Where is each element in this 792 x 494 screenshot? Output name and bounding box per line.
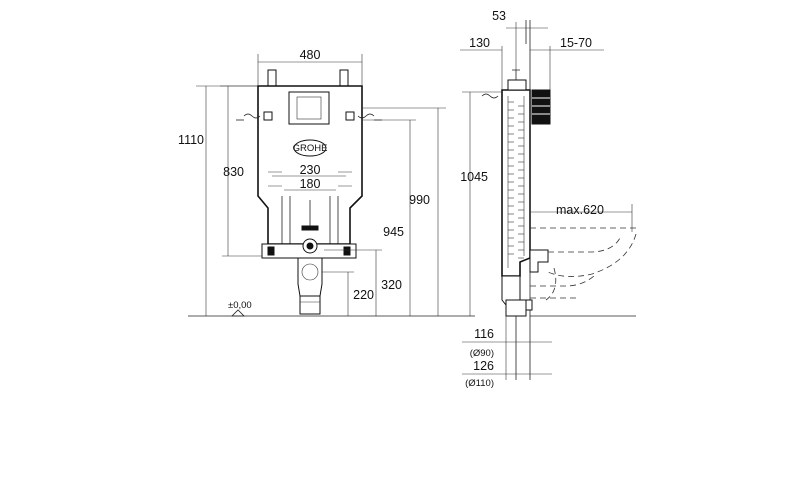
side-dimensions: 53 130 15-70 1045 max.620 116 (Ø90) 126 … xyxy=(460,9,633,389)
dim-height-drain-center: 220 xyxy=(353,288,374,302)
dim-spacing-outer: 230 xyxy=(300,163,321,177)
dim-offset-top: 53 xyxy=(492,9,506,23)
grohe-logo: GROHE xyxy=(293,143,328,154)
dim-pipe-large-diameter: (Ø110) xyxy=(465,378,494,389)
dim-height-frame: 1110 xyxy=(178,133,204,147)
side-view-frame xyxy=(481,20,551,380)
front-view-frame: GROHE xyxy=(236,69,382,315)
toilet-bowl-outline xyxy=(530,227,637,301)
dim-pipe-large: 126 xyxy=(473,359,494,373)
dim-pipe-small-diameter: (Ø90) xyxy=(470,348,494,359)
dim-height-supply: 830 xyxy=(223,165,244,179)
dim-height-flush: 990 xyxy=(409,193,430,207)
floor-level-label: ±0,00 xyxy=(228,300,252,311)
dim-bowl-projection: max.620 xyxy=(556,203,604,217)
dim-height-supply-side: 1045 xyxy=(460,170,488,184)
dim-height-drain-top: 320 xyxy=(381,278,402,292)
dim-wall-range: 15-70 xyxy=(560,36,592,50)
dim-height-outlet: 945 xyxy=(383,225,404,239)
dim-spacing-inner: 180 xyxy=(300,177,321,191)
floor-level-marker xyxy=(231,309,245,317)
dim-pipe-small: 116 xyxy=(474,327,494,341)
dim-depth-frame: 130 xyxy=(469,36,490,50)
front-dimensions: 480 1110 830 230 180 990 945 320 220 xyxy=(178,48,446,317)
dim-width-total: 480 xyxy=(300,48,321,62)
